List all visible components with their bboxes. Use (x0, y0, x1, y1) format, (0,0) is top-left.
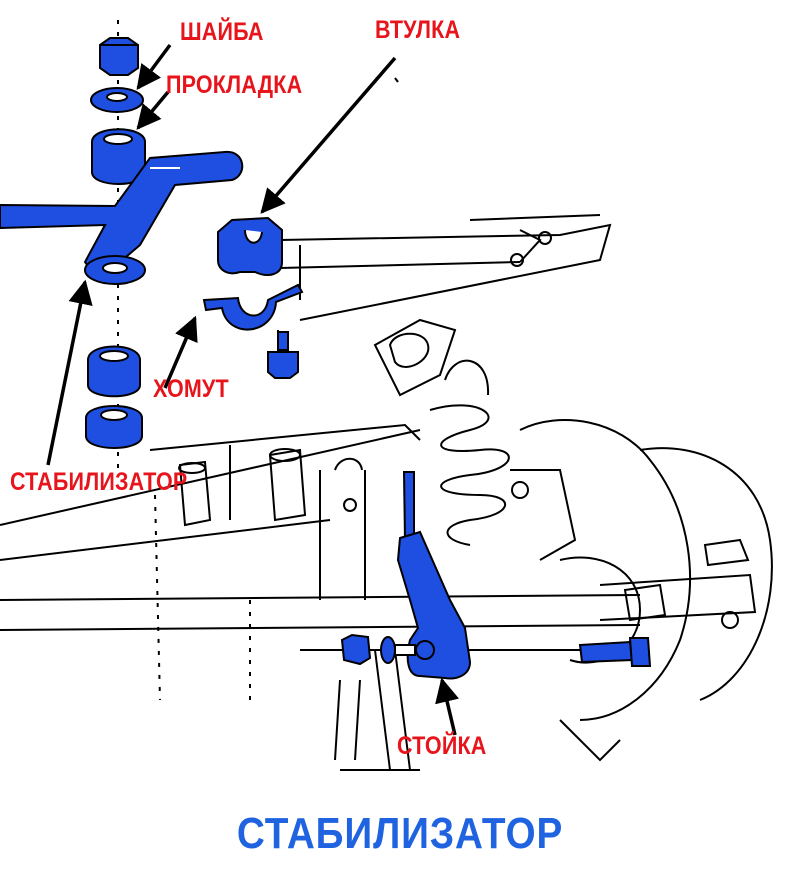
label-link: СТОЙКА (397, 732, 487, 760)
clamp (202, 283, 304, 331)
suspension-diagram (0, 20, 773, 771)
bushing (217, 216, 283, 276)
lower-grommet-2 (85, 405, 143, 449)
tie-rod-bolt (578, 637, 652, 667)
upper-grommet (91, 128, 146, 185)
lower-grommet-1 (87, 345, 141, 398)
top-nut (99, 37, 139, 76)
washer (90, 87, 144, 113)
label-clamp: ХОМУТ (153, 375, 229, 403)
frame-line-art (0, 20, 773, 771)
leader-arrows (46, 43, 459, 736)
caption-title: СТАБИЛИЗАТОР (236, 809, 564, 858)
label-washer: ШАЙБА (180, 18, 264, 46)
label-stabilizer: СТАБИЛИЗАТОР (10, 468, 188, 496)
end-link (396, 471, 472, 680)
clamp-bolt (267, 331, 299, 379)
link-nut (340, 633, 416, 666)
label-gasket: ПРОКЛАДКА (166, 71, 303, 99)
label-bushing: ВТУЛКА (375, 16, 461, 44)
stabilizer-bar (0, 150, 244, 285)
